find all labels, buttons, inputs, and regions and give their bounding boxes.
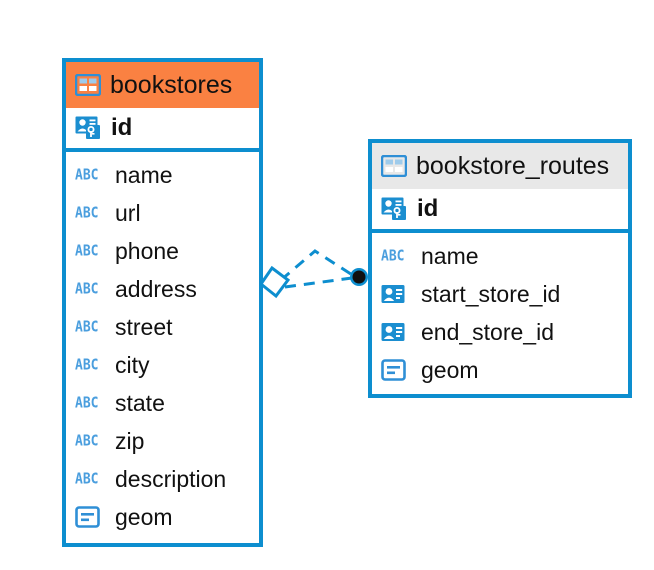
- entity-table-bookstore-routes[interactable]: bookstore_routes id ABC: [368, 139, 632, 398]
- abc-icon: ABC: [381, 247, 405, 265]
- abc-icon: ABC: [75, 318, 99, 336]
- entity-primary-key-row[interactable]: id: [66, 108, 259, 152]
- field-label: city: [115, 351, 150, 378]
- entity-header-bookstore-routes[interactable]: bookstore_routes: [372, 143, 628, 189]
- field-label: description: [115, 465, 227, 492]
- relationship-line-upper: [280, 249, 355, 282]
- field-row[interactable]: start_store_id: [372, 275, 628, 313]
- field-row[interactable]: ABC name: [66, 156, 259, 194]
- abc-icon: ABC: [75, 394, 99, 412]
- entity-title: bookstore_routes: [416, 151, 610, 180]
- abc-icon: ABC: [75, 470, 99, 488]
- field-label: end_store_id: [421, 318, 554, 345]
- abc-icon: ABC: [75, 432, 99, 450]
- primary-key-icon: [381, 196, 409, 222]
- field-row[interactable]: ABC description: [66, 460, 259, 498]
- field-label: geom: [421, 356, 479, 383]
- field-label: start_store_id: [421, 280, 561, 307]
- field-label: geom: [115, 503, 173, 530]
- entity-title: bookstores: [110, 70, 233, 99]
- entity-field-list: ABC name start_store_id: [372, 233, 628, 395]
- entity-field-list: ABC name ABC url ABC phone ABC address A…: [66, 152, 259, 542]
- field-row[interactable]: ABC url: [66, 194, 259, 232]
- field-label: street: [115, 313, 173, 340]
- table-icon: [381, 155, 407, 177]
- abc-icon: ABC: [75, 204, 99, 222]
- foreign-key-icon: [381, 284, 413, 305]
- table-icon: [75, 74, 101, 96]
- primary-key-label: id: [111, 114, 133, 141]
- abc-icon: ABC: [75, 356, 99, 374]
- field-label: state: [115, 389, 165, 416]
- entity-header-bookstores[interactable]: bookstores: [66, 62, 259, 108]
- foreign-key-icon: [381, 322, 413, 343]
- abc-icon: ABC: [75, 280, 99, 298]
- relationship-line-lower: [284, 276, 353, 289]
- field-label: url: [115, 199, 141, 226]
- field-label: zip: [115, 427, 145, 454]
- field-row[interactable]: end_store_id: [372, 313, 628, 351]
- primary-key-icon: [75, 115, 103, 141]
- entity-table-bookstores[interactable]: bookstores id ABC: [62, 58, 263, 547]
- geometry-icon: [381, 358, 413, 382]
- field-row[interactable]: ABC address: [66, 270, 259, 308]
- field-row[interactable]: ABC state: [66, 384, 259, 422]
- primary-key-label: id: [417, 195, 439, 222]
- filled-circle-endpoint-icon: [350, 268, 368, 286]
- field-label: phone: [115, 237, 179, 264]
- field-label: name: [421, 242, 479, 269]
- field-row[interactable]: ABC zip: [66, 422, 259, 460]
- field-row[interactable]: ABC phone: [66, 232, 259, 270]
- diamond-endpoint-icon: [258, 265, 291, 299]
- field-row[interactable]: ABC city: [66, 346, 259, 384]
- field-row[interactable]: geom: [66, 498, 259, 536]
- field-row[interactable]: geom: [372, 351, 628, 389]
- abc-icon: ABC: [75, 242, 99, 260]
- field-row[interactable]: ABC street: [66, 308, 259, 346]
- entity-primary-key-row[interactable]: id: [372, 189, 628, 233]
- field-row[interactable]: ABC name: [372, 237, 628, 275]
- geometry-icon: [75, 505, 107, 529]
- field-label: address: [115, 275, 197, 302]
- field-label: name: [115, 161, 173, 188]
- abc-icon: ABC: [75, 166, 99, 184]
